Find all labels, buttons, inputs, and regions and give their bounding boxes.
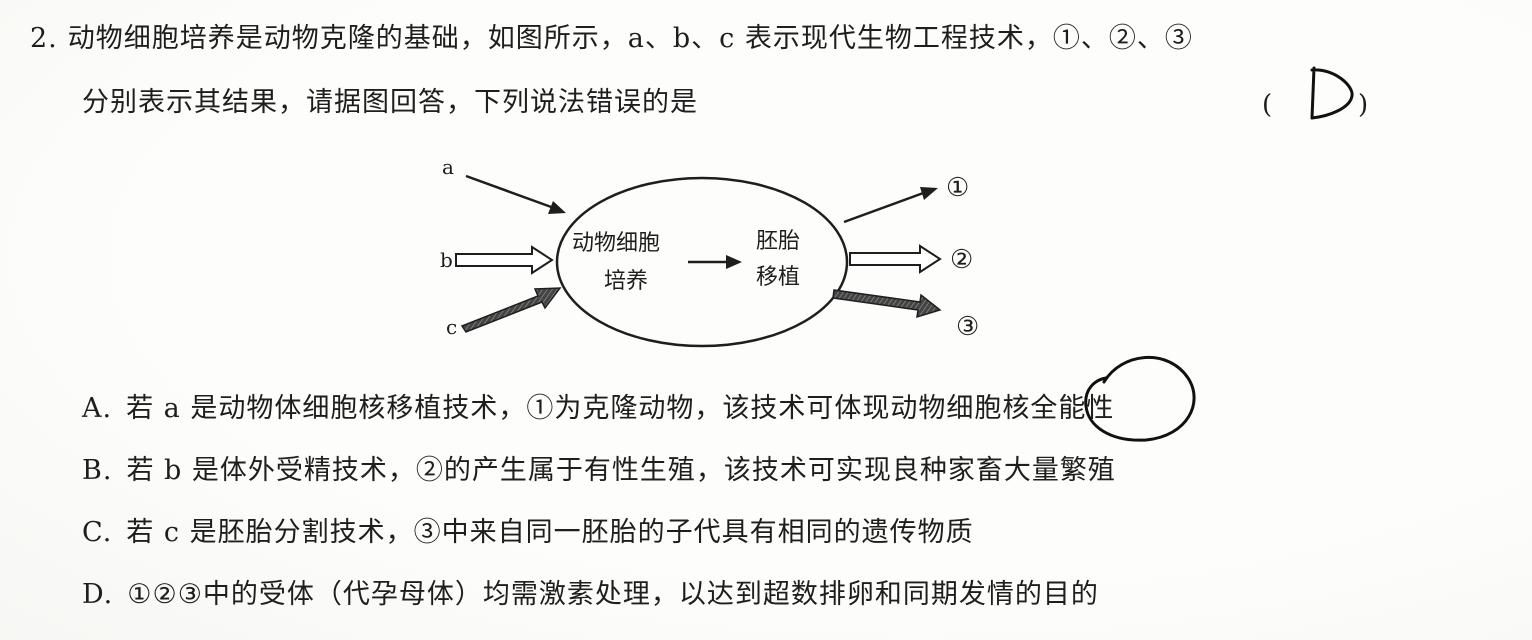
option-a-text: 若 a 是动物体细胞核移植技术，①为克隆动物，该技术可体现动物细胞核全能性 bbox=[126, 393, 1115, 424]
arrow-a bbox=[465, 174, 566, 214]
arrow-output-1 bbox=[843, 187, 938, 224]
box2-line1: 胚胎 bbox=[756, 229, 800, 254]
input-label-c: c bbox=[446, 315, 457, 339]
option-c-key: C. bbox=[82, 517, 113, 548]
handwritten-answer-d bbox=[1310, 66, 1354, 120]
output-label-1: ① bbox=[946, 173, 969, 203]
process-diagram: a b c 动物细胞 培养 胚胎 移植 bbox=[420, 150, 1040, 360]
question-number: 2. bbox=[30, 23, 58, 54]
question-stem-text1: 动物细胞培养是动物克隆的基础，如图所示，a、b、c 表示现代生物工程技术，①、②… bbox=[67, 23, 1193, 54]
handwritten-circle-mark bbox=[1084, 355, 1196, 442]
option-d-key: D. bbox=[82, 579, 114, 610]
inner-arrow bbox=[688, 255, 742, 269]
box1-line2: 培养 bbox=[604, 269, 648, 294]
arrow-c bbox=[460, 287, 562, 333]
option-c-text: 若 c 是胚胎分割技术，③中来自同一胚胎的子代具有相同的遗传物质 bbox=[126, 517, 974, 548]
question-stem-line1: 2. 动物细胞培养是动物克隆的基础，如图所示，a、b、c 表示现代生物工程技术，①… bbox=[30, 22, 1193, 56]
option-b-key: B. bbox=[82, 455, 113, 486]
option-b-text: 若 b 是体外受精技术，②的产生属于有性生殖，该技术可实现良种家畜大量繁殖 bbox=[126, 455, 1116, 486]
answer-paren-open: ( bbox=[1262, 90, 1273, 120]
option-d-text: ①②③中的受体（代孕母体）均需激素处理，以达到超数排卵和同期发情的目的 bbox=[127, 579, 1099, 610]
option-a: A. 若 a 是动物体细胞核移植技术，①为克隆动物，该技术可体现动物细胞核全能性 bbox=[82, 392, 1114, 426]
arrow-output-2 bbox=[849, 244, 942, 274]
arrow-b bbox=[455, 245, 554, 275]
answer-paren-close: ) bbox=[1358, 90, 1369, 120]
option-b: B. 若 b 是体外受精技术，②的产生属于有性生殖，该技术可实现良种家畜大量繁殖 bbox=[82, 454, 1116, 488]
input-label-b: b bbox=[440, 248, 453, 272]
box2-line2: 移植 bbox=[756, 265, 800, 290]
box1-line1: 动物细胞 bbox=[572, 231, 660, 256]
output-label-2: ② bbox=[950, 245, 973, 275]
arrow-output-3 bbox=[832, 289, 942, 319]
option-d: D. ①②③中的受体（代孕母体）均需激素处理，以达到超数排卵和同期发情的目的 bbox=[82, 578, 1099, 612]
output-label-3: ③ bbox=[956, 312, 979, 342]
process-ellipse bbox=[555, 176, 849, 348]
option-c: C. 若 c 是胚胎分割技术，③中来自同一胚胎的子代具有相同的遗传物质 bbox=[82, 516, 974, 550]
question-stem-text2: 分别表示其结果，请据图回答，下列说法错误的是 bbox=[82, 87, 698, 118]
question-stem-line2: 分别表示其结果，请据图回答，下列说法错误的是 bbox=[82, 86, 698, 120]
option-a-key: A. bbox=[82, 393, 113, 424]
input-label-a: a bbox=[442, 155, 454, 179]
